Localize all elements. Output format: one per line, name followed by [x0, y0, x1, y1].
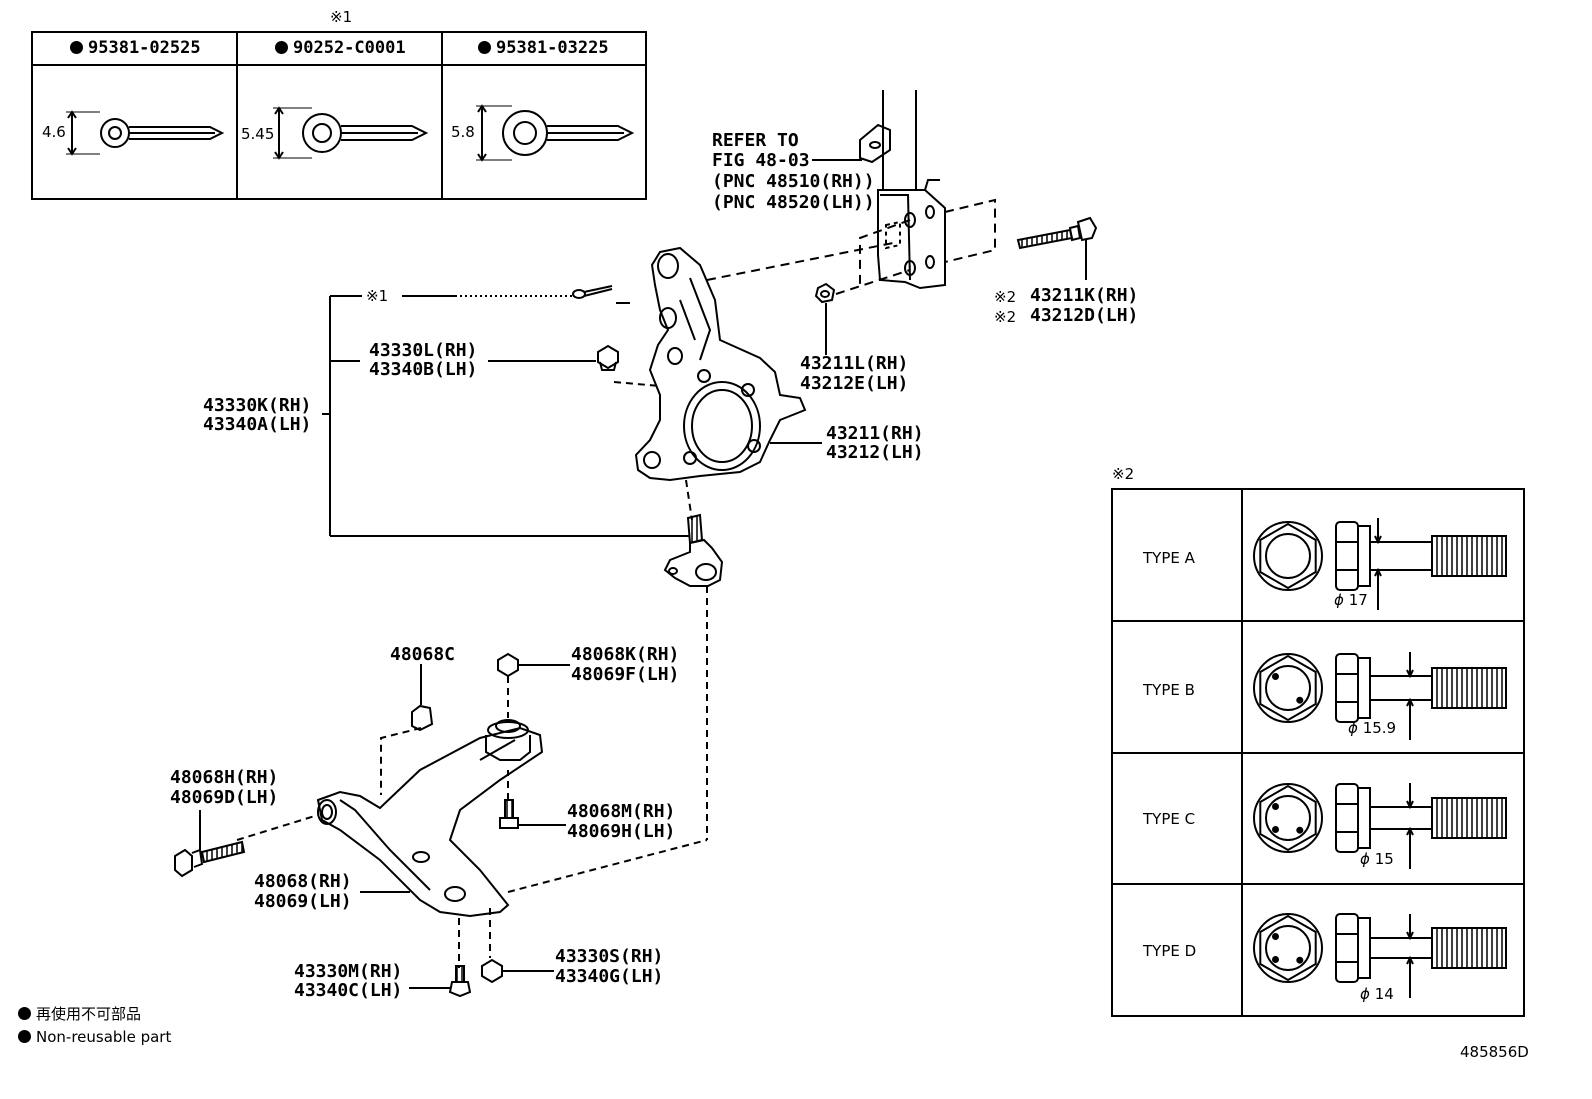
legend-en: Non-reusable part [18, 1028, 171, 1046]
pin-dim-1: 4.6 [42, 123, 66, 141]
pin-dim-2: 5.45 [241, 125, 275, 143]
callout-48068k-rh: 48068K(RH) [571, 644, 680, 665]
cotter-pin-2 [273, 106, 429, 160]
refer-line4: (PNC 48520(LH)) [712, 192, 875, 213]
callout-48068h-rh: 48068H(RH) [170, 767, 279, 788]
type-drawings [1253, 518, 1507, 998]
bolt-48068h [174, 810, 246, 878]
knuckle-dashes [613, 381, 708, 840]
callout-knuckle-rh: 43211(RH) [826, 423, 924, 444]
refer-line2: FIG 48-03 [712, 150, 810, 171]
arm-ball-stud [485, 719, 531, 761]
type-label-c: TYPE C [1143, 810, 1196, 828]
non-reusable-dot-icon [18, 1007, 31, 1020]
hub-bolt-type-d [1253, 913, 1507, 998]
lower-arm [316, 726, 544, 918]
callout-43330l-rh: 43330L(RH) [369, 340, 478, 361]
type-diameter-c: ϕ 15 [1360, 850, 1394, 868]
refer-line1: REFER TO [712, 130, 799, 151]
arm-dashes [236, 676, 708, 968]
steering-knuckle [634, 246, 807, 482]
bolt-48068m [499, 799, 566, 829]
callout-43211k-mark-rh: ※2 [994, 288, 1017, 306]
refer-line3: (PNC 48510(RH)) [712, 171, 875, 192]
callout-knuckle-lh: 43212(LH) [826, 442, 924, 463]
callout-note1: ※1 [366, 287, 389, 305]
cotter-pin-3 [476, 104, 635, 162]
pin-table-note-mark: ※1 [330, 8, 353, 26]
nut-43330l [597, 344, 619, 371]
strut-outline [859, 90, 946, 290]
hub-bolt-type-c [1253, 783, 1507, 869]
type-diameter-d: ϕ 14 [1360, 985, 1394, 1003]
callout-48068m-rh: 48068M(RH) [567, 801, 676, 822]
callout-43211k-lh: 43212D(LH) [1030, 305, 1139, 326]
pin-dim-3: 5.8 [451, 123, 475, 141]
pin-part-no-1: 95381-02525 [70, 38, 201, 58]
pin-part-no-2: 90252-C0001 [275, 38, 406, 58]
callout-balljoint-rh: 43330K(RH) [203, 395, 312, 416]
callout-43211k-mark-lh: ※2 [994, 308, 1017, 326]
callout-balljoint-lh: 43340A(LH) [203, 414, 312, 435]
type-table-note-mark: ※2 [1112, 465, 1135, 483]
callout-arm-lh: 48069(LH) [254, 891, 352, 912]
figure-id: 485856D [1460, 1043, 1529, 1061]
strut-attach-lines [706, 198, 996, 295]
nut-43211l [814, 282, 836, 355]
callout-43330s-rh: 43330S(RH) [555, 946, 664, 967]
hub-bolt-type-a [1253, 518, 1507, 610]
callout-48068m-lh: 48069H(LH) [567, 821, 676, 842]
pin-table-frame [31, 31, 647, 200]
callout-arm-rh: 48068(RH) [254, 871, 352, 892]
callout-43211k-rh: 43211K(RH) [1030, 285, 1139, 306]
non-reusable-dot-icon [70, 41, 83, 54]
bush-48068c [411, 664, 434, 732]
type-label-d: TYPE D [1143, 942, 1197, 960]
callout-48068h-lh: 48069D(LH) [170, 787, 279, 808]
callout-43330m-rh: 43330M(RH) [294, 961, 403, 982]
non-reusable-dot-icon [275, 41, 288, 54]
bolt-43211k [1016, 216, 1098, 280]
type-table-frame [1111, 488, 1525, 1017]
cotter-pin-small [572, 285, 613, 299]
type-diameter-a: ϕ 17 [1334, 591, 1368, 609]
callout-48068k-lh: 48069F(LH) [571, 664, 680, 685]
type-label-a: TYPE A [1143, 549, 1195, 567]
group-bracket [322, 159, 862, 537]
callout-43211l-rh: 43211L(RH) [800, 353, 909, 374]
ball-joint [663, 513, 724, 587]
pin-part-no-3: 95381-03225 [478, 38, 609, 58]
non-reusable-dot-icon [478, 41, 491, 54]
type-label-b: TYPE B [1143, 681, 1195, 699]
callout-43330m-lh: 43340C(LH) [294, 980, 403, 1001]
bolt-43330m [409, 965, 472, 998]
callout-43330s-lh: 43340G(LH) [555, 966, 664, 987]
type-diameter-b: ϕ 15.9 [1348, 719, 1397, 737]
callout-43211l-lh: 43212E(LH) [800, 373, 909, 394]
nut-43330s [481, 958, 554, 984]
hub-bolt-type-b [1253, 652, 1507, 740]
callout-43330l-lh: 43340B(LH) [369, 359, 478, 380]
nut-48068k [497, 652, 570, 678]
non-reusable-dot-icon [18, 1030, 31, 1043]
callout-48068c: 48068C [390, 644, 456, 665]
legend-jp: 再使用不可部品 [18, 1003, 141, 1024]
cotter-pin-1 [66, 110, 225, 156]
